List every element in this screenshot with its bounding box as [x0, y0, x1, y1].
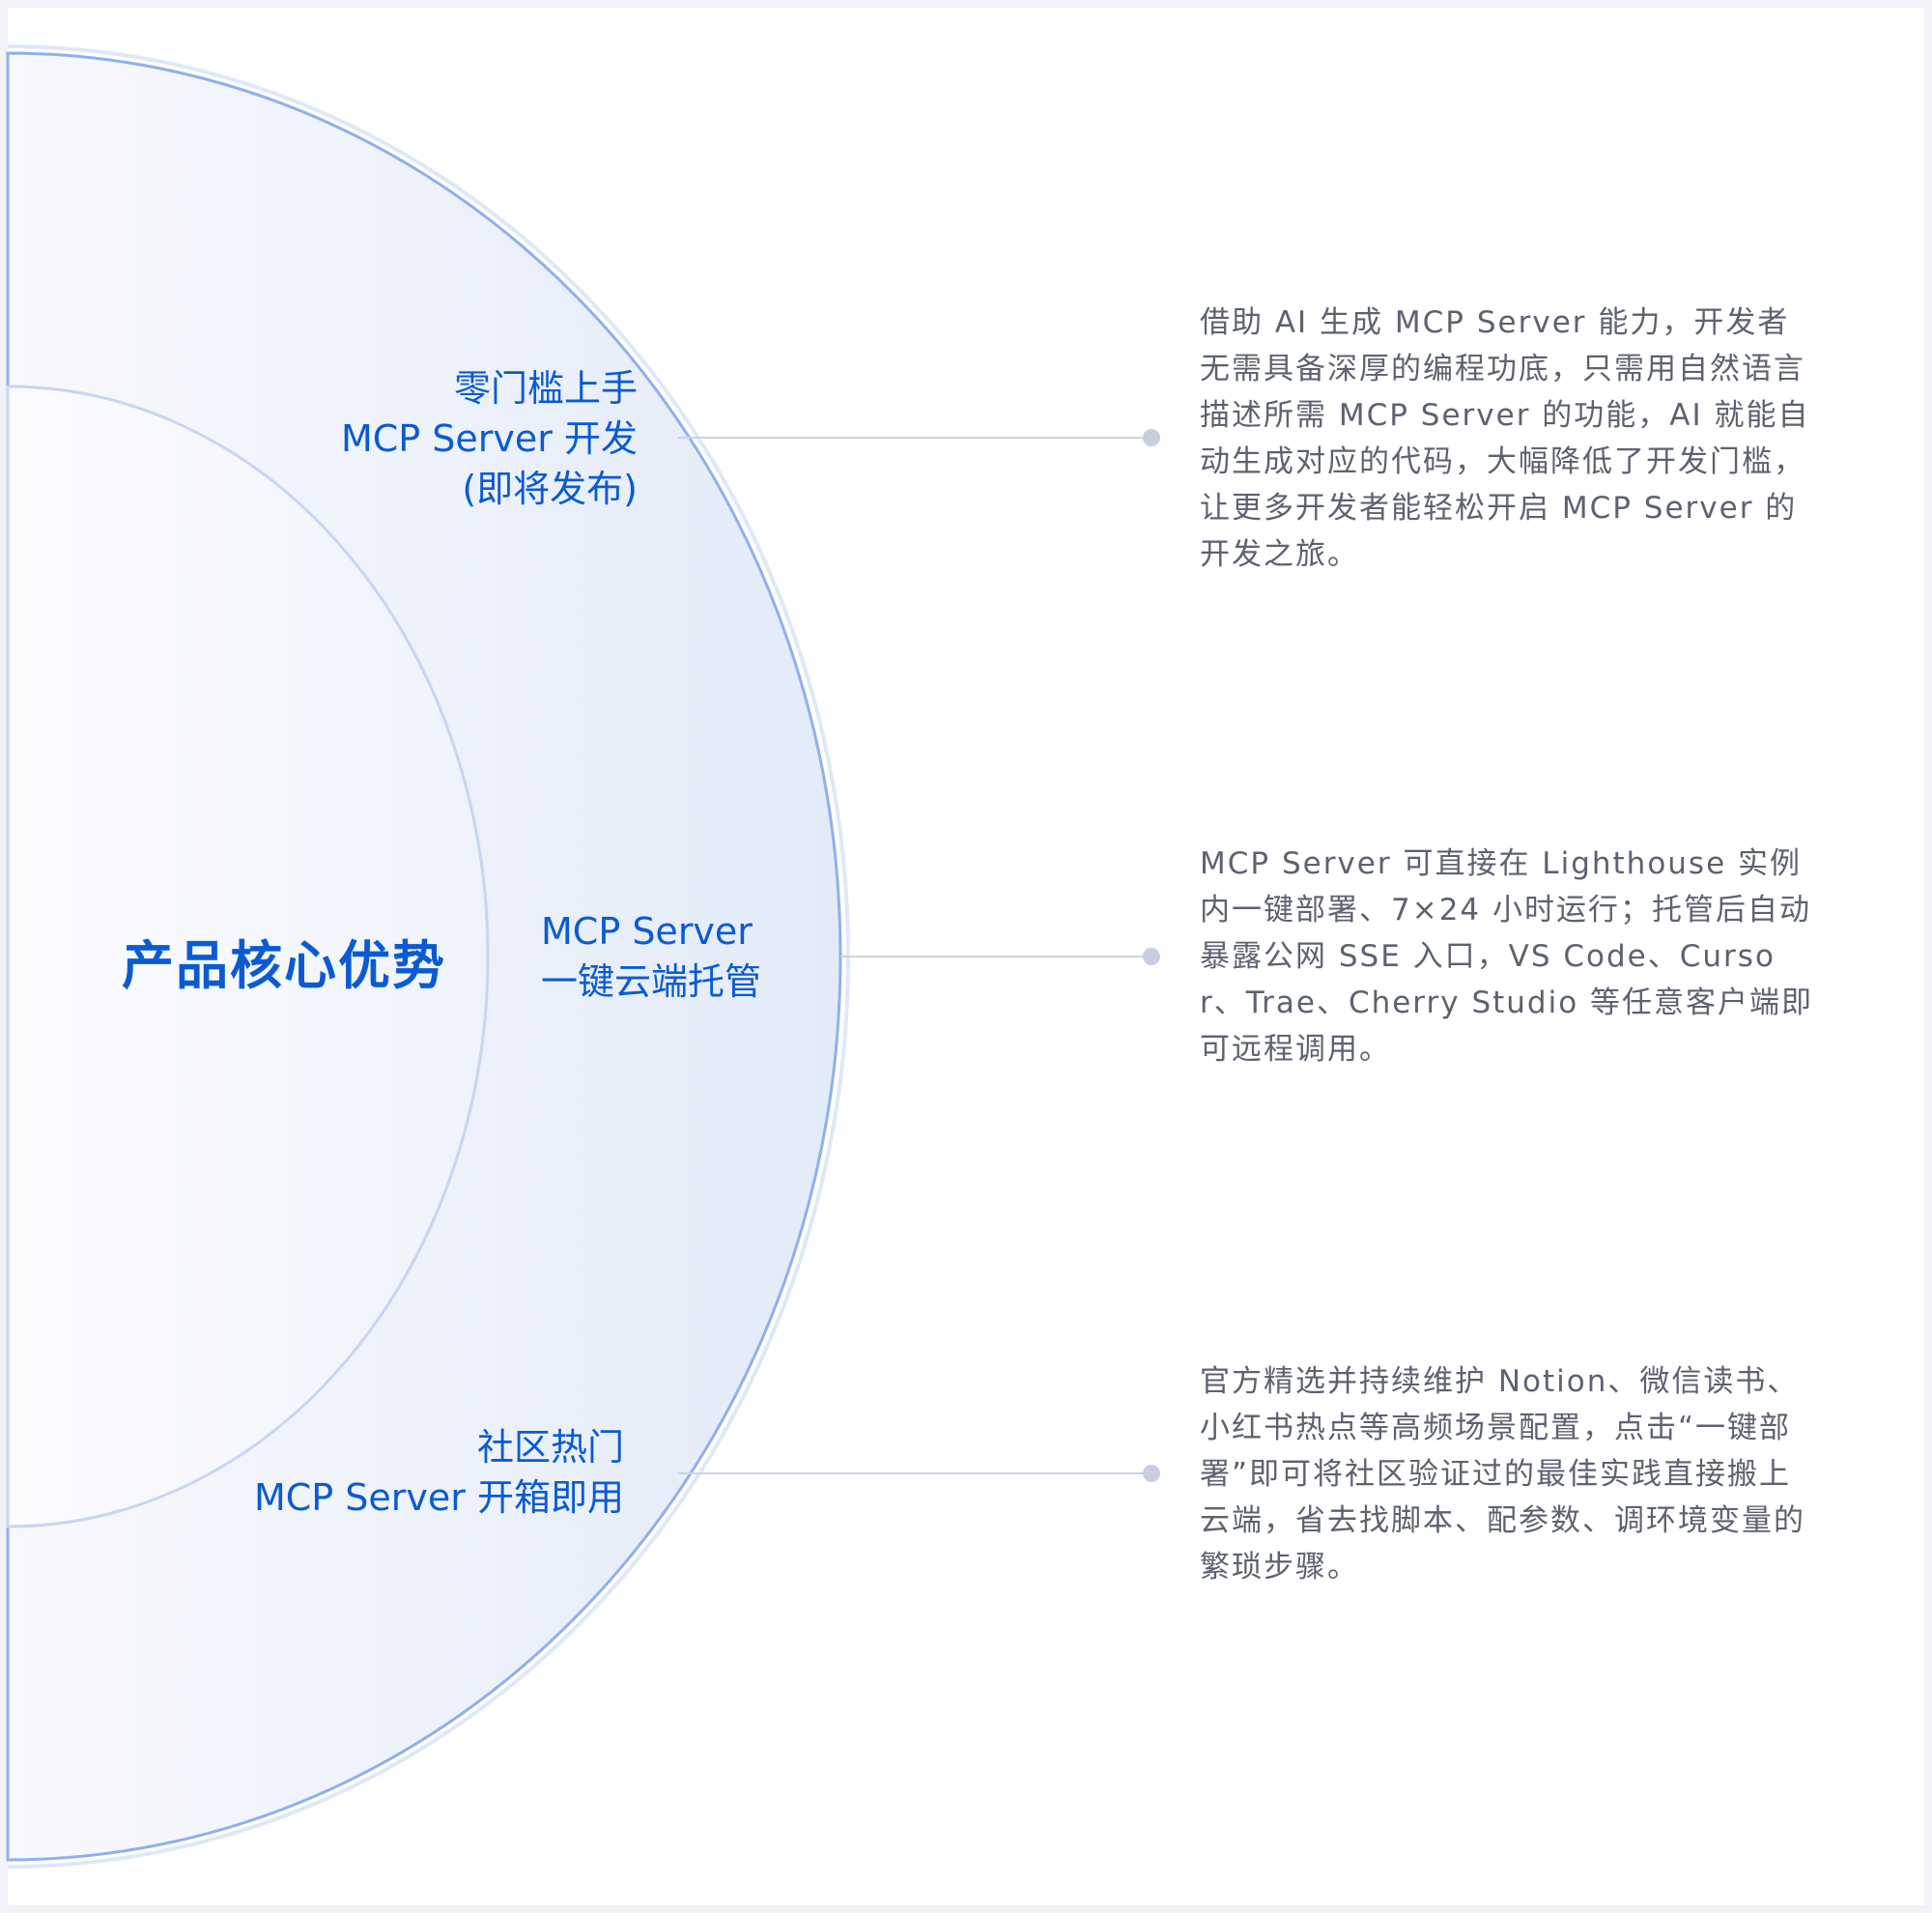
connector-dot-3	[1143, 1465, 1160, 1482]
feature-label-line: MCP Server	[541, 910, 753, 953]
core-advantages-title: 产品核心优势	[122, 935, 446, 996]
feature-zero-threshold: 零门槛上手 MCP Server 开发 (即将发布)	[341, 363, 638, 514]
feature-description-community-hot: 官方精选并持续维护 Notion、微信读书、小红书热点等高频场景配置，点击“一键…	[1200, 1364, 1805, 1585]
feature-label-line: 社区热门	[476, 1426, 624, 1469]
feature-label-line: 一键云端托管	[541, 960, 762, 1003]
feature-label-line: 零门槛上手	[453, 367, 638, 410]
connector-dot-1	[1143, 429, 1160, 446]
feature-community-hot: 社区热门 MCP Server 开箱即用	[254, 1422, 624, 1523]
feature-description-cloud-hosting: MCP Server 可直接在 Lighthouse 实例内一键部署、7×24 …	[1200, 846, 1814, 1067]
feature-cloud-hosting: MCP Server 一键云端托管	[541, 906, 761, 1007]
feature-description-zero-threshold: 借助 AI 生成 MCP Server 能力，开发者无需具备深厚的编程功底，只需…	[1200, 305, 1810, 572]
connector-dot-2	[1143, 948, 1160, 965]
feature-label-line: (即将发布)	[462, 468, 638, 510]
inner-arc	[6, 385, 490, 1528]
feature-label-line: MCP Server 开箱即用	[253, 1476, 624, 1519]
feature-label-line: MCP Server 开发	[340, 417, 638, 460]
